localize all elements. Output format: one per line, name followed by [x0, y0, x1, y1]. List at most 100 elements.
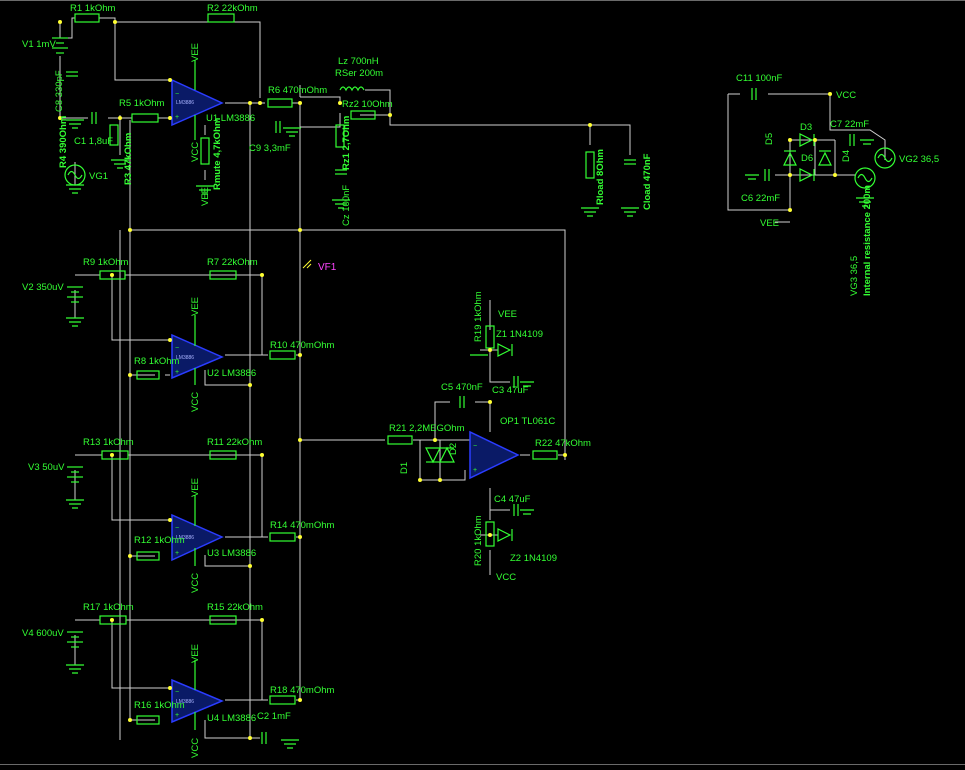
label-r4: R4 390Ohm — [58, 116, 69, 168]
rail-vcc-u1: VCC — [190, 142, 201, 162]
svg-text:−: − — [175, 525, 179, 532]
label-v3: V3 50uV — [28, 462, 65, 473]
rail-vcc-supply: VCC — [836, 90, 856, 101]
svg-text:LM3886: LM3886 — [176, 100, 194, 106]
label-z2: Z2 1N4109 — [510, 553, 557, 564]
label-r6: R6 470mOhm — [268, 85, 327, 96]
svg-text:LM3886: LM3886 — [176, 355, 194, 361]
label-vg1: VG1 — [89, 171, 108, 182]
label-c4: C4 47uF — [494, 494, 531, 505]
svg-text:−: − — [473, 443, 477, 450]
label-c6: C6 22mF — [741, 193, 780, 204]
label-vg3: VG3 36,5 — [849, 256, 860, 296]
label-cz: Cz 100nF — [341, 185, 352, 226]
label-r7: R7 22kOhm — [207, 257, 258, 268]
label-c5: C5 470nF — [441, 382, 483, 393]
label-rmute: Rmute 4,7kOhm — [212, 118, 223, 190]
grounds — [66, 119, 874, 749]
label-c1: C1 1,8uF — [74, 136, 113, 147]
label-r17: R17 1kOhm — [83, 602, 134, 613]
rail-vcc-u4: VCC — [190, 738, 201, 758]
label-r13: R13 1kOhm — [83, 437, 134, 448]
label-c3: C3 47uF — [492, 385, 529, 396]
label-u1: U1 LM3886 — [206, 113, 255, 124]
label-r14: R14 470mOhm — [270, 520, 335, 531]
label-vg3-internal: Internal resistance 200m — [862, 185, 873, 296]
label-d4: D4 — [841, 150, 852, 162]
labels: R1 1kOhm R2 22kOhm V1 1mV C8 330pF R5 1k… — [22, 3, 939, 758]
label-rz1: Rz1 2,7Ohm — [341, 116, 352, 170]
opamps: LM3886 LM3886 LM3886 LM3886 − + − + − + … — [171, 60, 520, 730]
probe-marker-icon — [302, 259, 312, 269]
label-cload: Cload 470nF — [642, 153, 653, 210]
label-rload: Rload 8Ohm — [595, 149, 606, 205]
svg-text:LM3886: LM3886 — [176, 535, 194, 541]
label-c2: C2 1mF — [257, 711, 291, 722]
rail-vee-u1: VEE — [190, 43, 201, 62]
label-r10: R10 470mOhm — [270, 340, 335, 351]
svg-text:+: + — [175, 114, 179, 121]
label-r16: R16 1kOhm — [134, 700, 185, 711]
label-z1: Z1 1N4109 — [496, 329, 543, 340]
label-r12: R12 1kOhm — [134, 535, 185, 546]
svg-text:+: + — [175, 550, 179, 557]
svg-text:−: − — [175, 91, 179, 98]
label-rz2: Rz2 10Ohm — [342, 99, 393, 110]
label-r15: R15 22kOhm — [207, 602, 263, 613]
rail-vee-u3: VEE — [190, 478, 201, 497]
label-u2: U2 LM3886 — [207, 368, 256, 379]
label-rser: RSer 200m — [335, 68, 383, 79]
svg-text:LM3886: LM3886 — [176, 699, 194, 705]
rail-vee-op1: VEE — [498, 309, 517, 320]
label-r22: R22 47kOhm — [535, 438, 591, 449]
label-op1: OP1 TL061C — [500, 416, 555, 427]
label-r8: R8 1kOhm — [134, 356, 179, 367]
label-vf1: VF1 — [318, 262, 337, 273]
label-vg2: VG2 36,5 — [899, 154, 939, 165]
label-c8: C8 330pF — [54, 70, 65, 112]
batteries — [52, 37, 83, 648]
label-v4: V4 600uV — [22, 628, 64, 639]
label-v1: V1 1mV — [22, 39, 56, 50]
diodes — [425, 133, 832, 542]
svg-text:+: + — [175, 712, 179, 719]
inductor-lz — [339, 86, 365, 92]
label-v2: V2 350uV — [22, 282, 64, 293]
rail-vcc-u2: VCC — [190, 392, 201, 412]
rail-vee-u4: VEE — [190, 644, 201, 663]
label-d1: D1 — [399, 462, 410, 474]
label-r5: R5 1kOhm — [119, 98, 164, 109]
label-c9: C9 3,3mF — [249, 143, 291, 154]
label-d5: D5 — [764, 133, 775, 145]
label-r18: R18 470mOhm — [270, 685, 335, 696]
label-r1: R1 1kOhm — [70, 3, 115, 14]
label-c7: C7 22mF — [830, 119, 869, 130]
label-r11: R11 22kOhm — [207, 437, 262, 448]
rail-vee-rmute: VEE — [200, 187, 211, 206]
svg-text:+: + — [175, 369, 179, 376]
label-d3: D3 — [800, 122, 812, 133]
label-r20: R20 1kOhm — [473, 515, 484, 566]
label-c11: C11 100nF — [736, 73, 782, 84]
label-d6: D6 — [801, 153, 813, 164]
svg-text:+: + — [473, 467, 477, 474]
capacitors — [66, 71, 855, 744]
label-r21: R21 2,2MEGOhm — [389, 423, 465, 434]
label-r3: R3 47kOhm — [123, 133, 134, 185]
pins — [58, 20, 837, 740]
label-r2: R2 22kOhm — [207, 3, 258, 14]
label-lz: Lz 700nH — [338, 56, 379, 67]
label-r19: R19 1kOhm — [473, 291, 484, 342]
rail-vcc-u3: VCC — [190, 573, 201, 593]
svg-text:−: − — [175, 689, 179, 696]
rail-vcc-op1: VCC — [496, 572, 516, 583]
label-u4: U4 LM3886 — [207, 713, 256, 724]
label-u3: U3 LM3886 — [207, 548, 256, 559]
rail-vee-supply: VEE — [760, 218, 779, 229]
resistors — [74, 13, 595, 725]
rail-vee-u2: VEE — [190, 297, 201, 316]
label-d2: D2 — [448, 443, 459, 455]
label-r9: R9 1kOhm — [83, 257, 128, 268]
svg-text:−: − — [175, 345, 179, 352]
